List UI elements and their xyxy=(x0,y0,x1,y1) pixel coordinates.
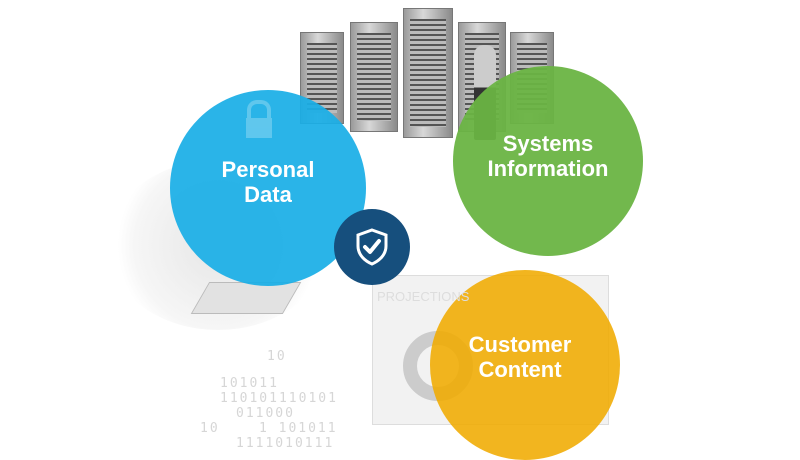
lock-icon xyxy=(246,100,272,138)
projections-title: PROJECTIONS xyxy=(377,289,470,304)
customer-label-line2: Content xyxy=(478,357,562,382)
laptop-icon xyxy=(190,282,302,314)
security-badge xyxy=(334,209,410,285)
binary-line: 10 1 101011 xyxy=(200,421,338,436)
binary-line: 10 xyxy=(267,349,287,364)
binary-line: 110101110101 xyxy=(220,391,338,406)
personal-data-label-line2: Data xyxy=(244,182,292,207)
shield-check-icon xyxy=(356,228,388,266)
binary-line: 1111010111 xyxy=(236,436,335,451)
systems-label-line1: Systems xyxy=(502,131,594,156)
systems-label-line2: Information xyxy=(487,156,609,181)
personal-data-label-line1: Personal xyxy=(221,157,315,182)
customer-label-line1: Customer xyxy=(468,332,572,357)
binary-line: 011000 xyxy=(236,406,295,421)
binary-line: 101011 xyxy=(220,376,279,391)
